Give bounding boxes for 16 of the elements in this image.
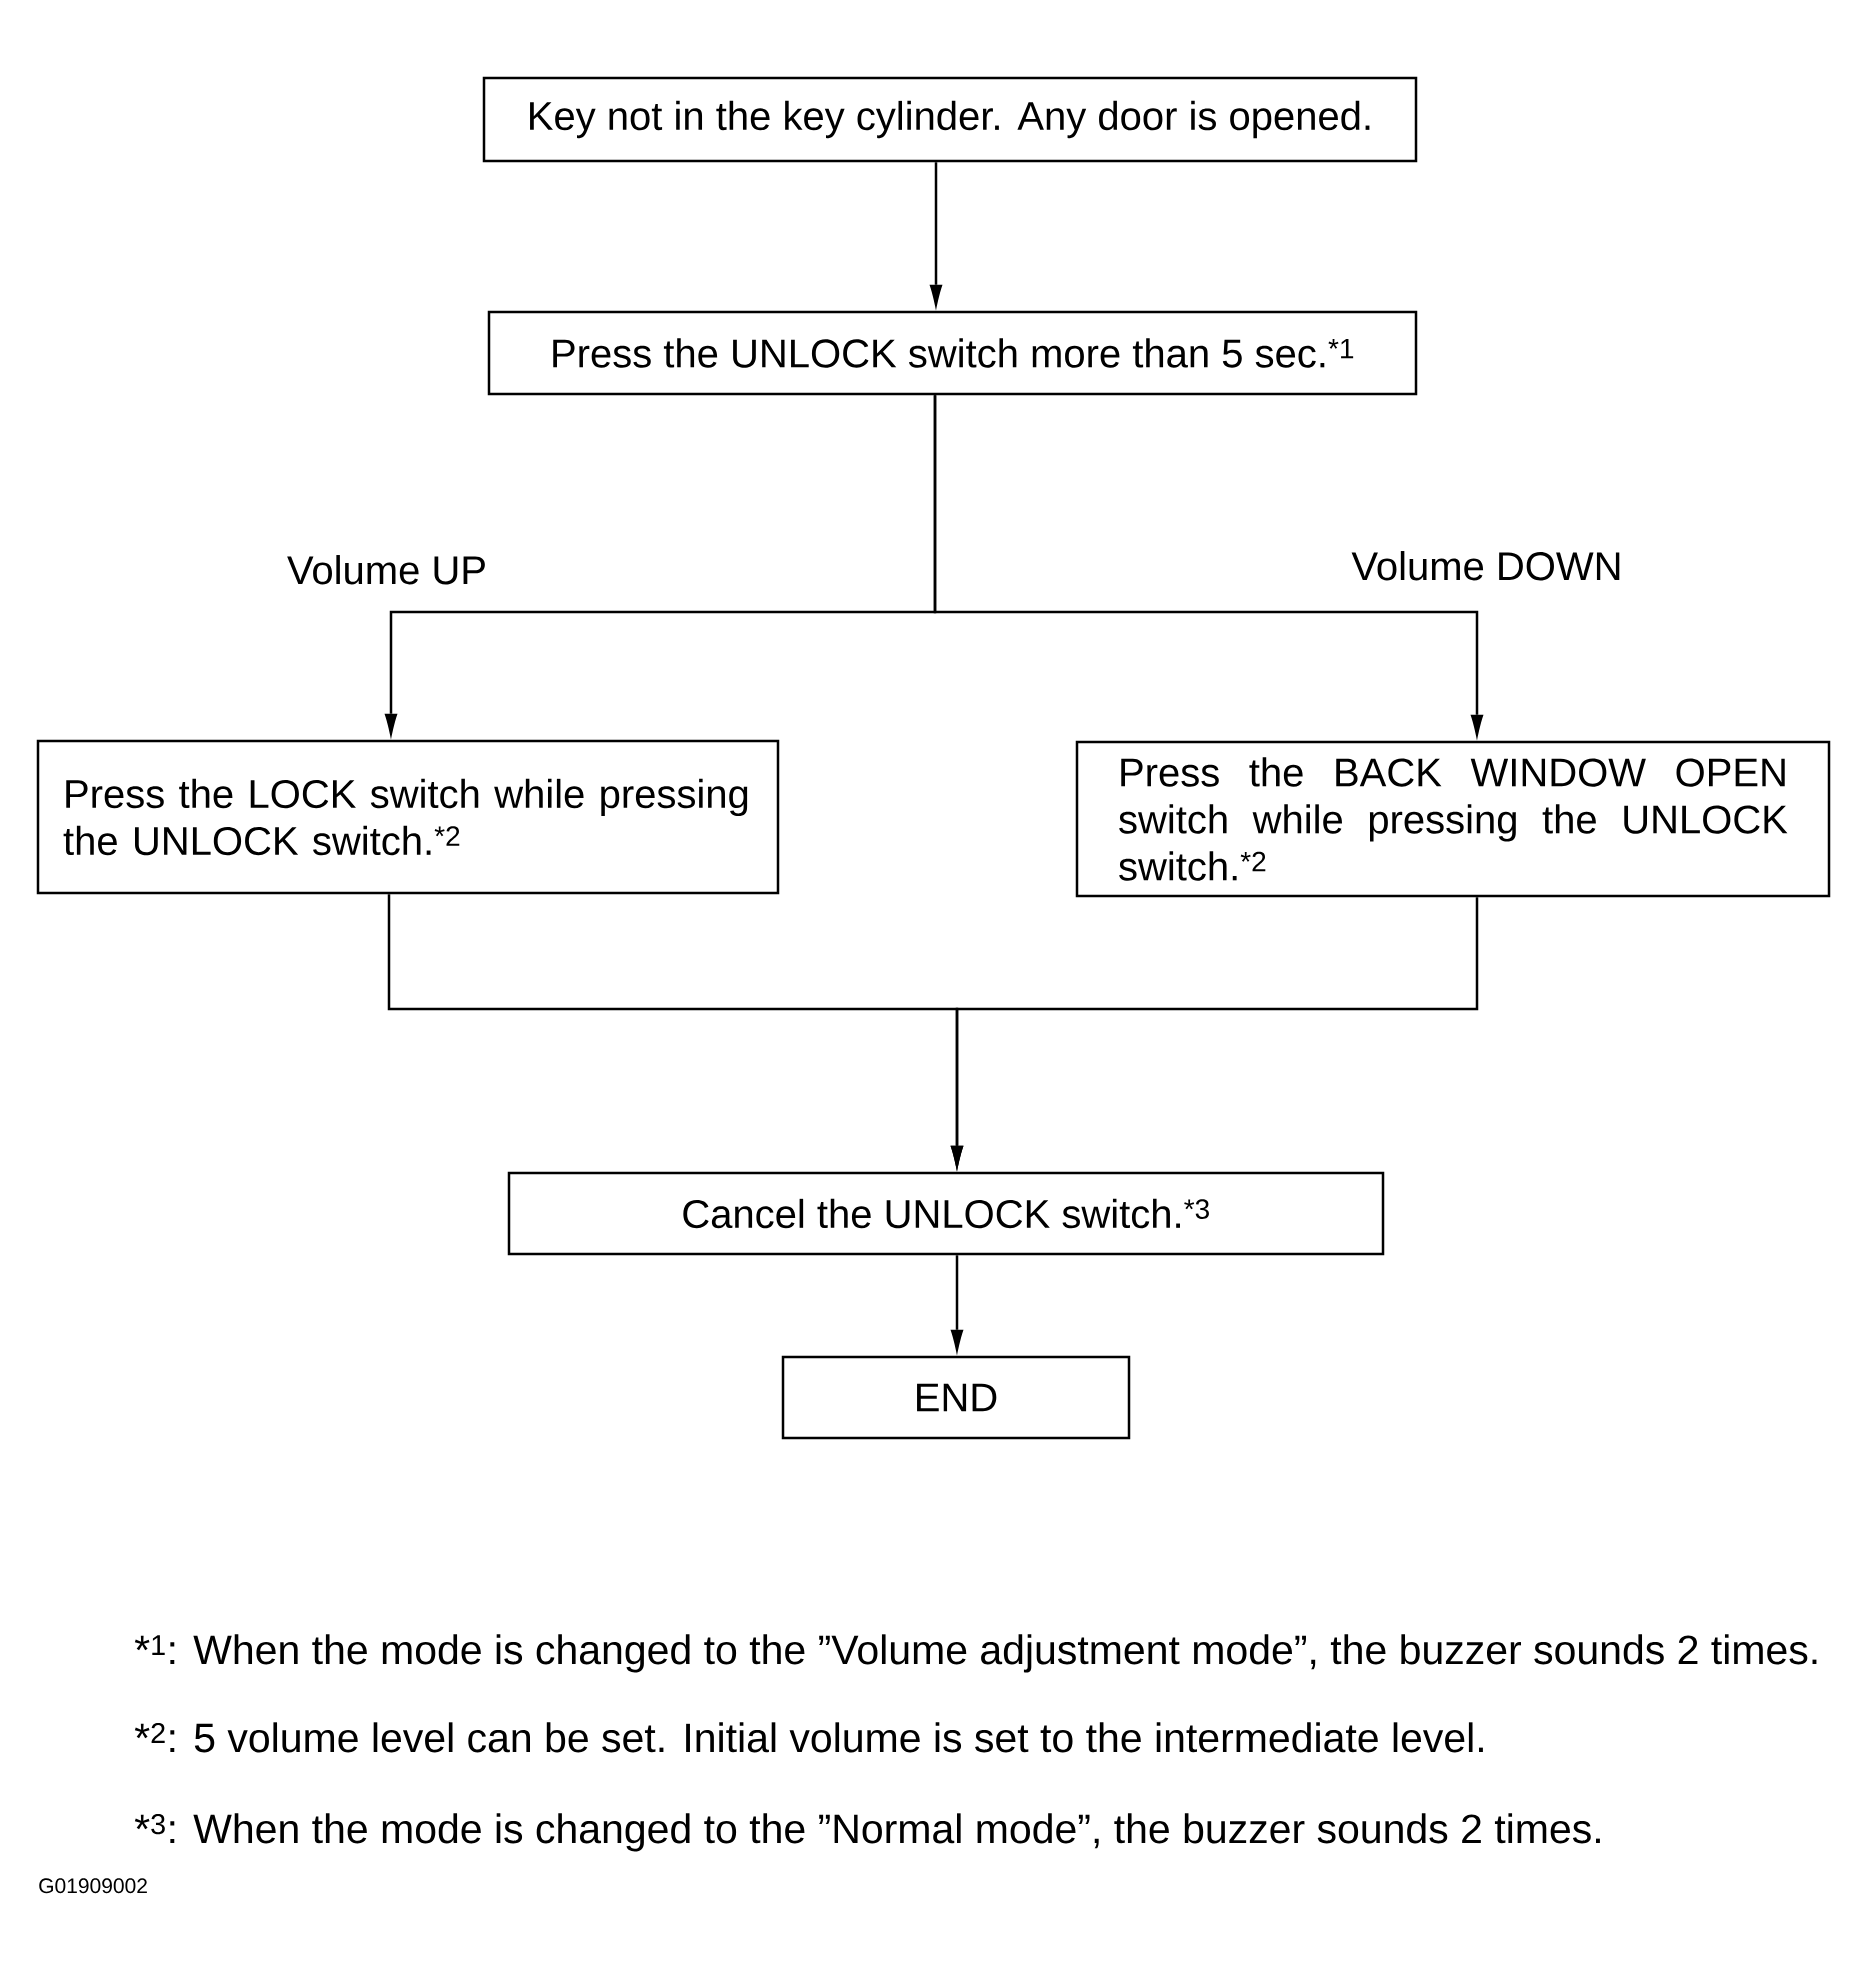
arrow <box>950 1255 964 1356</box>
footnote: *$^{3}$: When the mode is changed to the ”Normal mode”, the buzzer sounds 2 times. <box>134 1813 1600 1852</box>
terminal-box: END <box>781 1355 1131 1440</box>
figure-code: G01909002 <box>39 1878 147 1894</box>
process-box: Press the UNLOCK switch more than 5 sec.$^{*1}$ <box>487 310 1418 396</box>
arrow <box>929 162 943 311</box>
process-box: Press the LOCK switch while pressing the UNLOCK switch.$^{*2}$ <box>36 739 780 895</box>
footnote: *$^{1}$: When the mode is changed to the ”Volume adjustment mode”, the buzzer sounds 2 times. <box>134 1634 1817 1673</box>
edge-label: Volume UP <box>287 555 485 585</box>
process-box: Cancel the UNLOCK switch.$^{*3}$ <box>507 1171 1385 1256</box>
process-box: Key not in the key cylinder. Any door is opened. <box>482 76 1418 163</box>
process-box: Press the BACK WINDOW OPEN switch while pressing the UNLOCK switch.$^{*2}$ <box>1075 740 1831 898</box>
arrow <box>950 897 1479 1172</box>
edge-label: Volume DOWN <box>1351 551 1620 581</box>
footnote: *$^{2}$: 5 volume level can be set. Initial volume is set to the intermediate level. <box>134 1722 1483 1753</box>
arrow <box>933 395 1484 741</box>
